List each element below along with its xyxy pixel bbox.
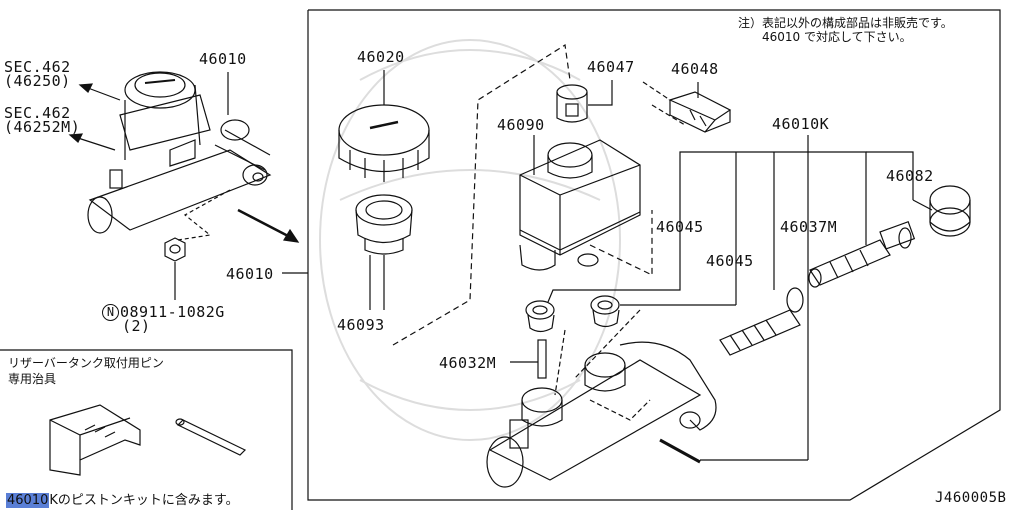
nut-quantity: (2) bbox=[122, 317, 151, 335]
pin-46032M bbox=[537, 339, 547, 379]
sec-code-46250: (46250) bbox=[4, 72, 71, 90]
footer-highlight-part: 46010 bbox=[6, 493, 50, 508]
kit-bracket bbox=[679, 135, 914, 460]
leader-46045a bbox=[547, 275, 681, 303]
connector-dashed-b bbox=[651, 104, 686, 126]
part-46048: 46048 bbox=[671, 60, 719, 78]
part-46010K: 46010K bbox=[772, 115, 830, 133]
sec-arrows bbox=[68, 83, 121, 151]
sec-462-label-1: SEC.462 bbox=[4, 58, 71, 76]
seal-46082 bbox=[929, 185, 971, 237]
tool-pin bbox=[175, 418, 247, 456]
part-46045-a: 46045 bbox=[656, 218, 704, 236]
reservoir-dashed-b bbox=[589, 210, 653, 276]
piston-rod bbox=[659, 438, 701, 464]
pin-dashed bbox=[554, 329, 566, 396]
tool-box-frame bbox=[0, 349, 293, 510]
connector-dashed-a bbox=[642, 81, 671, 101]
nut-part-number: 08911-1082G bbox=[120, 303, 225, 321]
nut-symbol: N bbox=[102, 304, 119, 321]
sec-462-label-2: SEC.462 bbox=[4, 104, 71, 122]
sec-code-46252M: (46252M) bbox=[4, 118, 81, 136]
master-cylinder-body bbox=[486, 341, 717, 488]
pointer-arrow bbox=[237, 208, 300, 243]
reservoir-cap bbox=[338, 104, 430, 182]
part-46090: 46090 bbox=[497, 116, 545, 134]
note-line-1: 注）表記以外の構成部品は非販売です。 bbox=[738, 16, 953, 30]
connector-46048 bbox=[668, 91, 732, 133]
nut-dashed-line bbox=[177, 189, 231, 241]
diagram-code: J460005B bbox=[935, 490, 1007, 506]
secondary-spring bbox=[719, 287, 804, 356]
tool-box-title-1: リザーバータンク取付用ピン bbox=[8, 356, 164, 370]
primary-piston bbox=[808, 220, 916, 288]
grommet-46093 bbox=[355, 194, 413, 255]
piston-cup-a bbox=[525, 300, 555, 333]
tool-box-title-2: 専用治具 bbox=[8, 372, 57, 386]
reservoir-tank bbox=[519, 139, 641, 271]
note-line-2: 46010 で対応して下さい。 bbox=[762, 30, 912, 44]
part-46047: 46047 bbox=[587, 58, 635, 76]
part-46037M: 46037M bbox=[780, 218, 838, 236]
footer-text: Kのピストンキットに含みます。 bbox=[49, 493, 239, 508]
part-46020: 46020 bbox=[357, 48, 405, 66]
piston-cup-b bbox=[590, 295, 620, 328]
left-master-cylinder bbox=[87, 71, 272, 234]
part-46032M: 46032M bbox=[439, 354, 497, 372]
part-46045-b: 46045 bbox=[706, 252, 754, 270]
main-frame bbox=[307, 9, 1001, 501]
reservoir-dashed-a bbox=[392, 43, 571, 346]
leader-46082 bbox=[912, 199, 933, 211]
tool-block bbox=[49, 404, 141, 476]
part-46093: 46093 bbox=[337, 316, 385, 334]
filter-cap-46047 bbox=[556, 84, 588, 123]
rod-dashed bbox=[589, 399, 651, 421]
hex-nut bbox=[164, 237, 186, 262]
watermark-emblem bbox=[319, 39, 621, 441]
leader-46047 bbox=[588, 80, 613, 106]
footer-note: 46010Kのピストンキットに含みます。 bbox=[6, 489, 239, 508]
part-46010-pointer: 46010 bbox=[226, 265, 274, 283]
part-46010-left: 46010 bbox=[199, 50, 247, 68]
part-46082: 46082 bbox=[886, 167, 934, 185]
